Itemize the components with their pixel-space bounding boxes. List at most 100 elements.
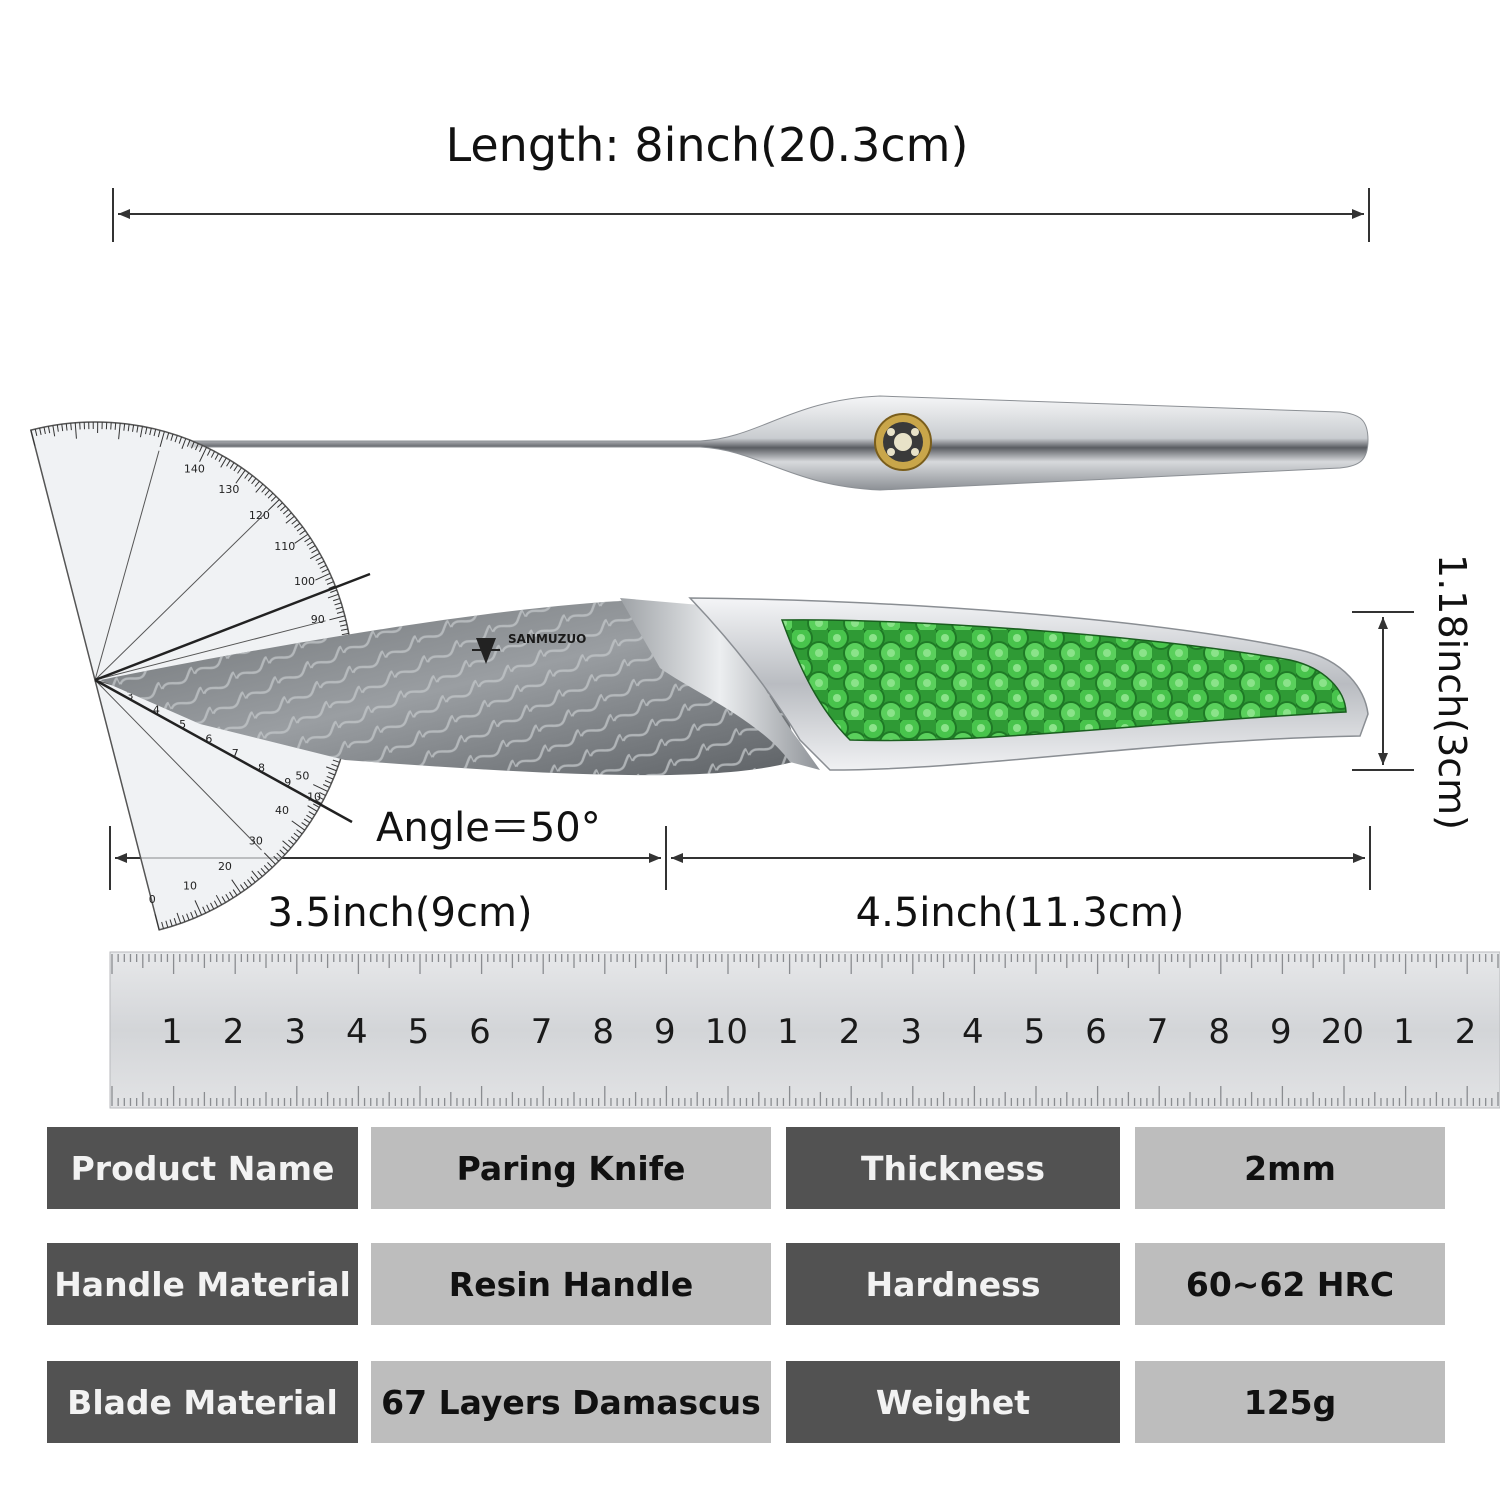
protractor-tick: [323, 784, 330, 788]
protractor-tick: [153, 429, 157, 437]
protractor-tick: [173, 918, 177, 925]
protractor-scale-label: 20: [218, 860, 232, 873]
protractor-tick: [333, 598, 340, 602]
protractor-scale-label: 120: [249, 509, 270, 522]
bolster: [620, 598, 820, 770]
protractor-tick: [326, 775, 334, 780]
spec-label-weight: Weighet: [786, 1361, 1120, 1443]
protractor-tick: [327, 593, 339, 599]
protractor-tick: [303, 818, 311, 824]
ruler-number: 4: [346, 1012, 368, 1052]
ruler-number: 3: [900, 1012, 922, 1052]
protractor-tick: [174, 435, 178, 443]
protractor-tick: [218, 455, 223, 463]
protractor-scale-label: 140: [184, 463, 205, 476]
protractor-tick: [282, 846, 289, 852]
protractor-tick: [210, 902, 215, 910]
protractor-tick: [339, 619, 347, 623]
protractor-ray: [94, 679, 262, 851]
protractor-tick: [254, 480, 260, 487]
ruler-number: 7: [531, 1012, 553, 1052]
protractor-tick: [332, 759, 340, 763]
ruler-number: 3: [284, 1012, 306, 1052]
protractor-tick: [308, 545, 316, 550]
protractor-tick: [190, 911, 194, 919]
ruler-number: 4: [962, 1012, 984, 1052]
protractor-tick: [132, 424, 135, 432]
protractor-ray: [94, 620, 326, 681]
protractor-tick: [65, 423, 68, 431]
protractor-inner-label: 4: [153, 704, 160, 717]
ruler-number: 1: [777, 1012, 799, 1052]
handle-length-label: 4.5inch(11.3cm): [855, 890, 1185, 936]
protractor-scale-label: 50: [295, 769, 309, 782]
protractor-tick: [161, 921, 164, 929]
ruler-number: 10: [705, 1012, 748, 1052]
ruler-number: 2: [839, 1012, 861, 1052]
protractor-tick: [237, 467, 242, 474]
protractor-tick: [43, 426, 46, 435]
protractor-tick: [232, 889, 238, 896]
protractor-scale-label: 130: [218, 483, 239, 496]
protractor-tick: [186, 439, 191, 447]
protractor-tick: [319, 564, 327, 569]
spec-label-hardness: Hardness: [786, 1243, 1120, 1325]
protractor-tick: [330, 589, 337, 593]
protractor-tick: [293, 832, 300, 838]
damascus-pattern: [100, 600, 800, 776]
protractor-tick: [282, 840, 292, 849]
protractor-tick: [309, 552, 321, 560]
protractor-tick: [267, 499, 280, 512]
protractor-tick: [335, 606, 343, 610]
protractor-tick: [149, 428, 152, 436]
protractor-tick: [34, 428, 38, 436]
protractor-tick: [186, 913, 190, 921]
protractor-tick: [308, 811, 316, 816]
knife-spine-handle: [189, 395, 1369, 491]
protractor-tick: [233, 464, 239, 472]
protractor-tick: [213, 900, 219, 908]
protractor-ray: [94, 513, 266, 681]
spec-row: Blade Material 67 Layers Damascus Weighe…: [47, 1361, 1447, 1443]
protractor-tick: [70, 423, 72, 431]
protractor-tick: [199, 447, 207, 462]
protractor-tick: [202, 906, 207, 914]
protractor-tick: [263, 852, 276, 865]
protractor-tick: [250, 876, 256, 883]
protractor-tick: [267, 492, 274, 499]
protractor-tick: [317, 560, 325, 565]
protractor-tick: [229, 891, 234, 899]
protractor-tick: [306, 814, 313, 820]
ruler-number: 1: [161, 1012, 183, 1052]
brand-name: SANMUZUO: [508, 632, 586, 646]
protractor-tick: [165, 920, 169, 928]
protractor-tick: [243, 881, 249, 888]
angle-arm-lower: [94, 678, 353, 824]
protractor-tick: [56, 424, 59, 432]
ruler-number: 8: [592, 1012, 614, 1052]
protractor-tick: [340, 628, 349, 631]
protractor-inner-label: 6: [205, 733, 212, 746]
protractor-tick: [178, 436, 183, 444]
spec-label-blade-material: Blade Material: [47, 1361, 358, 1443]
protractor-tick: [251, 478, 257, 485]
protractor-tick: [336, 611, 344, 614]
protractor-scale-label: 40: [275, 804, 289, 817]
ruler-number: 5: [408, 1012, 430, 1052]
protractor-tick: [299, 530, 306, 536]
brand-logo-icon: [472, 638, 500, 664]
protractor-tick: [301, 822, 308, 827]
protractor-scale-label: 90: [311, 613, 325, 626]
protractor-tick: [288, 839, 295, 845]
protractor-tick: [280, 505, 286, 512]
spec-value-weight: 125g: [1135, 1361, 1445, 1443]
spec-value-product-name: Paring Knife: [371, 1127, 771, 1209]
ruler-number: 2: [1455, 1012, 1477, 1052]
protractor-scale-label: 30: [249, 834, 263, 847]
ruler-number: 5: [1024, 1012, 1046, 1052]
protractor-scale-label: 0: [149, 893, 156, 906]
protractor-ray: [94, 450, 160, 681]
protractor-tick: [326, 581, 334, 585]
length-label: Length: 8inch(20.3cm): [445, 118, 969, 172]
